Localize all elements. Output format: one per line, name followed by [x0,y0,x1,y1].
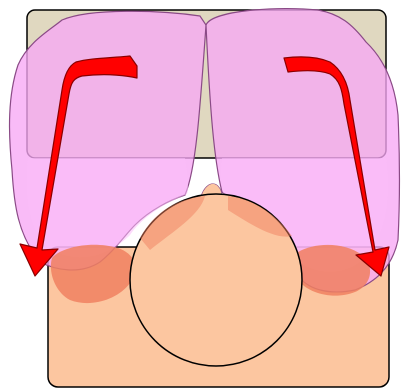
airbag-deployment-diagram [0,0,413,391]
